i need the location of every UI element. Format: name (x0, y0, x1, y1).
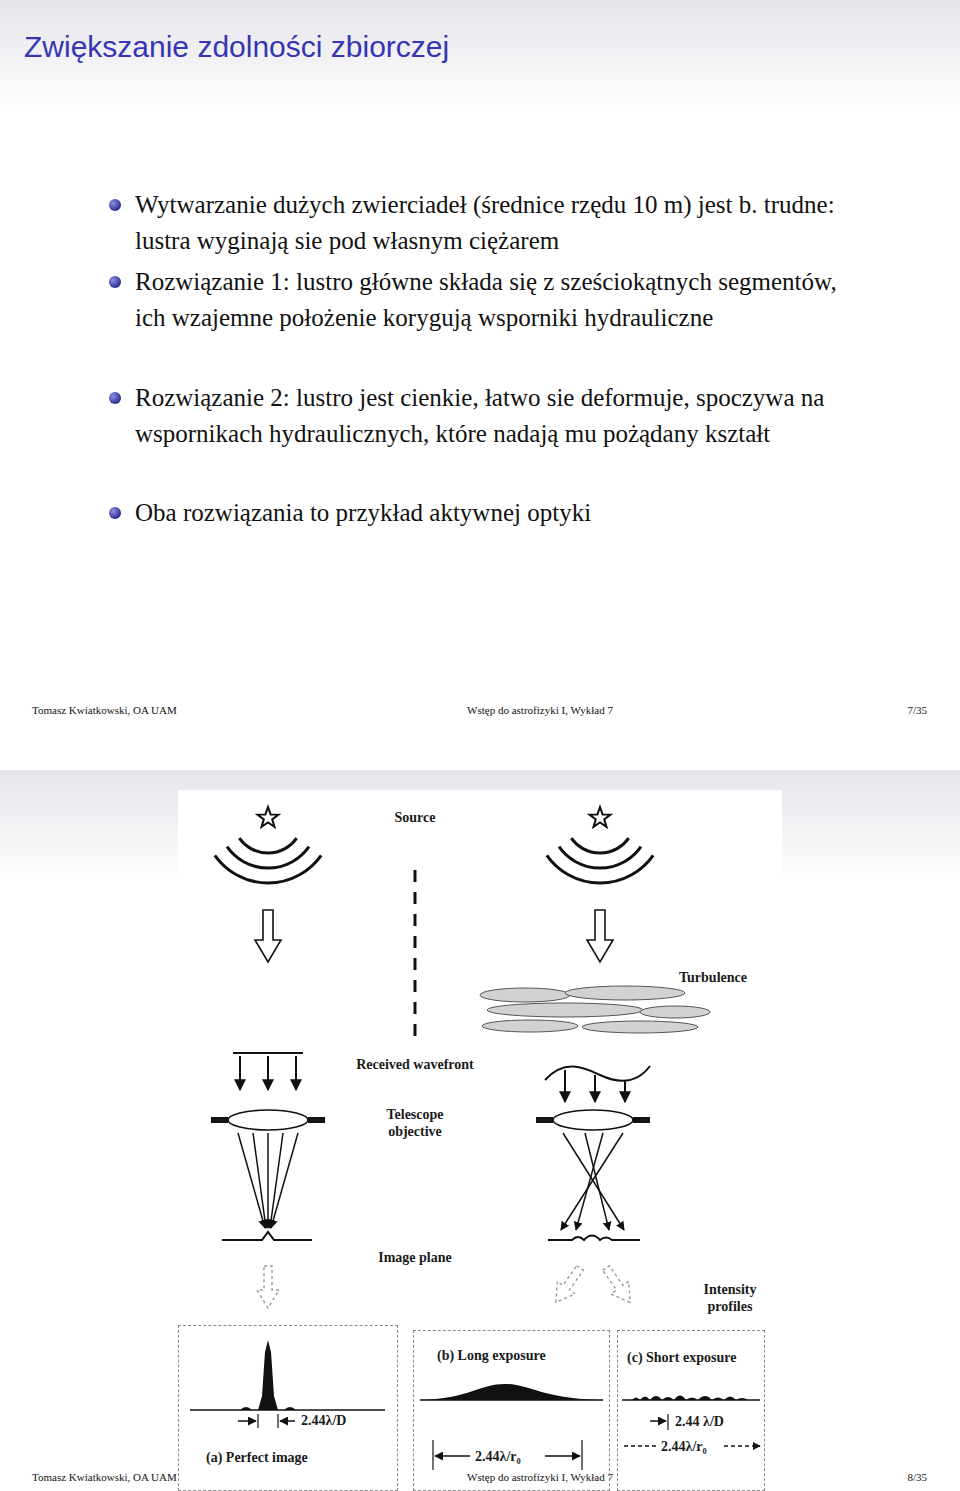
panel-text: (b) Long exposure (436, 1347, 547, 1364)
page-number: 7/35 (907, 703, 927, 717)
footer-course: Wstęp do astrofizyki I, Wykład 7 (467, 1470, 613, 1484)
slide-title: Zwiększanie zdolności zbiorczej (24, 30, 449, 64)
long-exposure-profile (420, 1384, 603, 1470)
figure-label: Turbulence (679, 969, 747, 986)
panel-text: (a) Perfect image (205, 1449, 309, 1466)
figure-ground (178, 790, 782, 1491)
bullet-text: Oba rozwiązania to przykład aktywnej opt… (135, 495, 855, 531)
profile-panel: (c) Short exposure 2.44 λ/D 2.44λ/r₀ (617, 1330, 765, 1491)
page-number: 8/35 (907, 1470, 927, 1484)
figure-label: Telescope objective (369, 1106, 461, 1140)
bullet-dots (109, 199, 121, 519)
title-band (0, 0, 960, 112)
image-plane (222, 1232, 640, 1240)
figure-label: Image plane (378, 1249, 452, 1266)
panel-text: (c) Short exposure (626, 1349, 737, 1366)
bullet-text: Rozwiązanie 1: lustro główne składa się … (135, 264, 855, 335)
panel-text: 2.44λ/D (300, 1412, 347, 1429)
sources (215, 807, 653, 962)
profile-panel: 2.44λ/D (a) Perfect image (178, 1325, 398, 1491)
dimension-label: 2.44λ/r₀ (474, 1448, 522, 1465)
figure-label: Source (395, 809, 436, 826)
perfect-profile (190, 1340, 385, 1428)
dimension-label: 2.44 λ/D (674, 1413, 725, 1430)
light-rays (238, 1133, 624, 1230)
dimension-label: 2.44λ/r₀ (660, 1438, 708, 1455)
figure-label: Intensity profiles (688, 1281, 772, 1315)
profile-pointers (257, 1262, 639, 1309)
turbulence-cloud (480, 986, 710, 1033)
divider-line (414, 870, 417, 1036)
bullet-text: Rozwiązanie 2: lustro jest cienkie, łatw… (135, 380, 855, 451)
figure-label: Received wavefront (356, 1056, 474, 1073)
profile-panel: (b) Long exposure 2.44λ/r₀ (413, 1330, 610, 1491)
slide-ground (0, 770, 960, 1491)
footer-author: Tomasz Kwiatkowski, OA UAM (32, 1470, 177, 1484)
footer-course: Wstęp do astrofizyki I, Wykład 7 (467, 703, 613, 717)
footer-author: Tomasz Kwiatkowski, OA UAM (32, 703, 177, 717)
wavefront (233, 1053, 650, 1102)
bullet-text: Wytwarzanie dużych zwierciadeł (średnice… (135, 187, 855, 258)
slide-ground (0, 0, 960, 735)
